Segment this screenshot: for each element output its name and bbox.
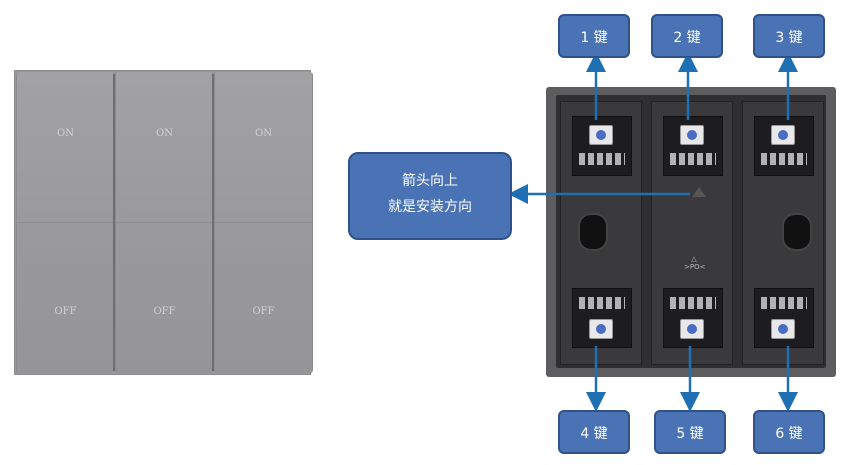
key-6-callout: 6 键: [753, 410, 825, 454]
switch-front-panel: ON OFF ON OFF ON OFF: [14, 70, 313, 375]
mounting-hole-right: [782, 213, 812, 251]
key-3-callout: 3 键: [753, 14, 825, 58]
rocker-1-off-label: OFF: [54, 306, 77, 317]
install-direction-arrow-icon: [692, 187, 706, 197]
rocker-1-on-label: ON: [57, 128, 74, 139]
note-line-1: 箭头向上: [402, 173, 458, 189]
rocker-gap: [212, 74, 214, 371]
back-plate-inner: △ >PO<: [556, 95, 826, 368]
mounting-hole-left: [578, 213, 608, 251]
rocker-2-off-label: OFF: [153, 306, 176, 317]
key-5-callout: 5 键: [654, 410, 726, 454]
key-4-button: [589, 319, 613, 339]
recycle-text: >PO<: [684, 263, 706, 271]
key-module-4: [572, 288, 632, 348]
key-6-button: [771, 319, 795, 339]
key-1-callout: 1 键: [558, 14, 630, 58]
key-3-button: [771, 125, 795, 145]
key-4-callout: 4 键: [558, 410, 630, 454]
key-1-button: [589, 125, 613, 145]
back-column-2: [651, 101, 733, 365]
switch-back-plate: △ >PO<: [546, 87, 836, 377]
install-direction-note: 箭头向上 就是安装方向: [348, 152, 512, 240]
key-2-button: [680, 125, 704, 145]
rocker-2-on-label: ON: [156, 128, 173, 139]
key-module-2: [663, 116, 723, 176]
rocker-1: ON OFF: [16, 72, 115, 373]
key-5-button: [680, 319, 704, 339]
rocker-gap: [113, 74, 115, 371]
recycle-icon: △: [691, 255, 697, 263]
note-line-2: 就是安装方向: [388, 199, 472, 215]
rocker-3-on-label: ON: [255, 128, 272, 139]
recycle-mark: △ >PO<: [684, 255, 706, 271]
rocker-3-off-label: OFF: [252, 306, 275, 317]
key-2-callout: 2 键: [651, 14, 723, 58]
back-column-1: [560, 101, 642, 365]
key-module-5: [663, 288, 723, 348]
key-module-1: [572, 116, 632, 176]
key-module-3: [754, 116, 814, 176]
key-module-6: [754, 288, 814, 348]
rocker-3: ON OFF: [214, 72, 313, 373]
